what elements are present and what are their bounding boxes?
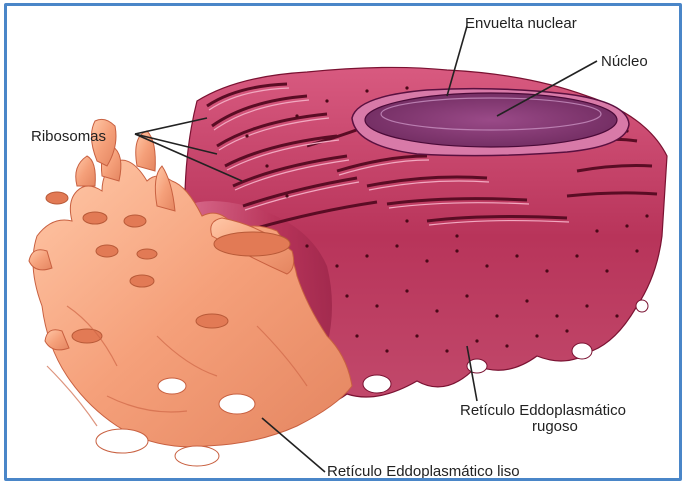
nucleus xyxy=(352,89,629,156)
label-rough-er-line1: Retículo Eddoplasmático xyxy=(460,402,626,419)
label-nuclear-envelope: Envuelta nuclear xyxy=(465,15,577,32)
nucleus-core xyxy=(365,93,617,147)
endoplasmic-reticulum-diagram: Envuelta nuclear Núcleo Ribosomas Retícu… xyxy=(7,6,679,478)
figure-frame: Envuelta nuclear Núcleo Ribosomas Retícu… xyxy=(4,3,682,481)
label-smooth-er: Retículo Eddoplasmático liso xyxy=(327,463,520,478)
label-nucleus: Núcleo xyxy=(601,53,648,70)
label-rough-er-line2: rugoso xyxy=(532,418,578,435)
label-ribosomes: Ribosomas xyxy=(31,128,106,145)
